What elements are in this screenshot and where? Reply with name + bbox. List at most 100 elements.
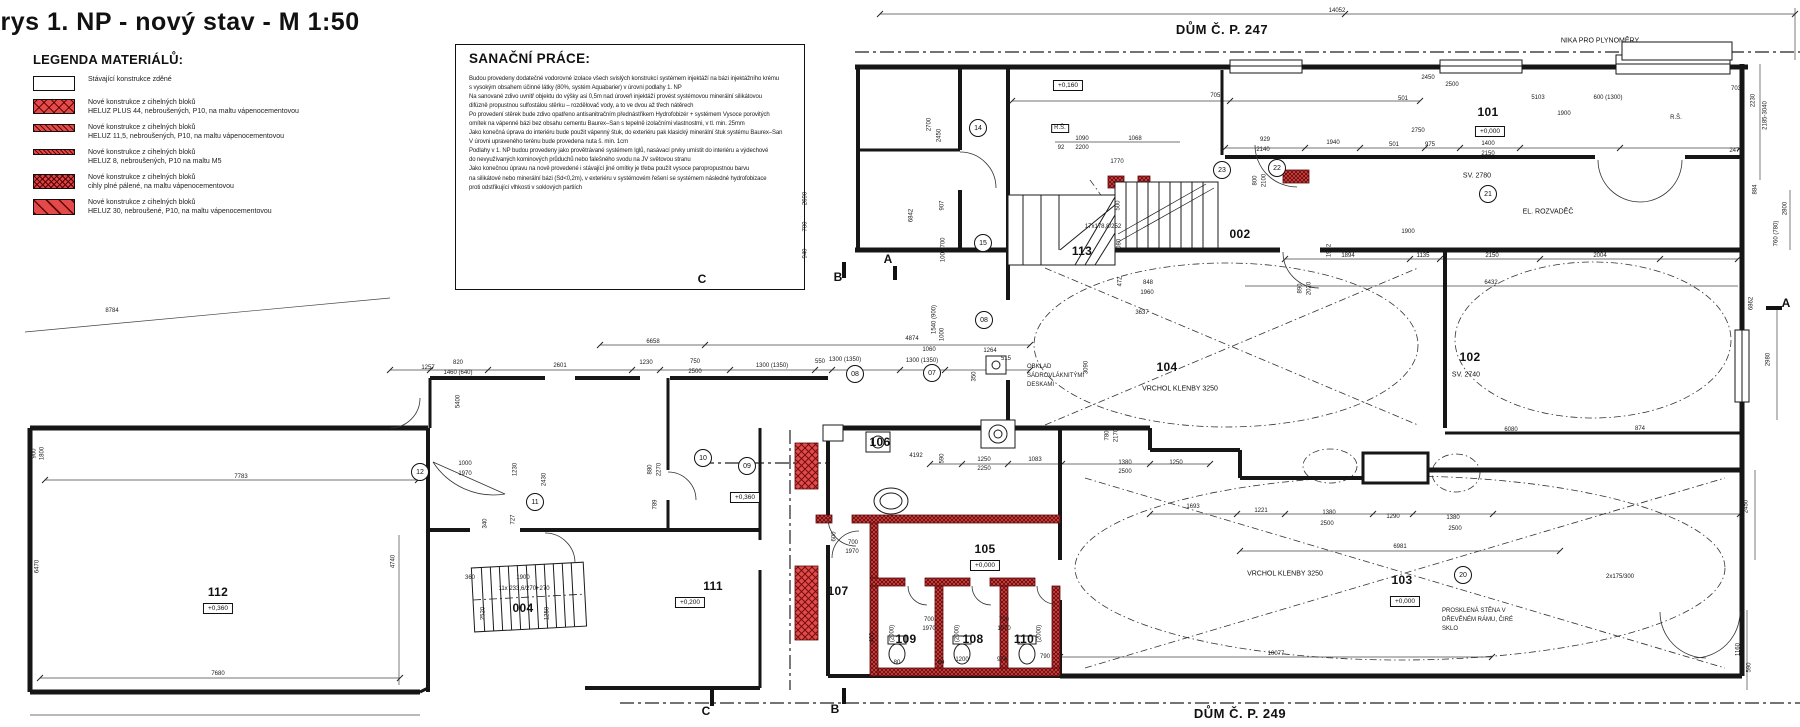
reference-circle: 08	[975, 311, 993, 329]
dimension-label: 3637	[1135, 310, 1149, 316]
dimension-label: 2450	[1743, 499, 1750, 514]
section-marker: A	[883, 252, 893, 266]
dimension-label: 472	[1117, 276, 1124, 287]
dimension-label: 2200	[1075, 145, 1089, 151]
house-label: DŮM Č. P. 249	[1193, 706, 1287, 721]
dimension-label: 2450	[936, 128, 943, 143]
dimension-label: 340	[482, 518, 489, 529]
dimension-label: 1380	[1322, 510, 1336, 516]
dimension-label: 1000	[940, 248, 947, 263]
reference-circle: 10	[694, 449, 712, 467]
dimension-label: 8784	[105, 308, 119, 314]
dimension-label: 360	[464, 575, 476, 581]
dimension-label: (2000)	[1036, 624, 1043, 643]
dimension-label: 727	[510, 514, 517, 525]
dimension-label: 790	[1039, 654, 1051, 660]
dimension-label: 1068	[1128, 136, 1142, 142]
reference-circle: 14	[969, 119, 987, 137]
section-marker: B	[830, 702, 840, 716]
dimension-label: 4192	[909, 453, 923, 459]
room-number: 113	[1071, 244, 1093, 258]
dimension-label: 1000	[458, 461, 472, 467]
reference-circle: 07	[923, 364, 941, 382]
dimension-label: 929	[1259, 137, 1271, 143]
dimension-label: 4874	[905, 336, 919, 342]
dimension-label: 1135	[1416, 253, 1430, 259]
dimension-label: 884	[1752, 184, 1759, 195]
dimension-label: 2601	[553, 363, 567, 369]
dimension-label: 92	[1057, 145, 1065, 151]
elevation-label: +0,360	[729, 492, 761, 503]
dimension-label: 700	[923, 617, 935, 623]
note-line: Jako konečná úprava do interiéru bude po…	[469, 130, 783, 137]
dimension-label: 789	[652, 499, 659, 510]
dimension-label: 1894	[1341, 253, 1355, 259]
legend-heading: LEGENDA MATERIÁLŮ:	[33, 52, 184, 67]
reference-circle: 22	[1268, 159, 1286, 177]
room-sublabel: 2x175/300	[1605, 574, 1635, 580]
annotation-text: SÁDROVLÁKNITÝMI	[1027, 373, 1085, 379]
heluz-plus-44-swatch	[33, 99, 75, 114]
dimension-label: 1000	[939, 327, 946, 342]
dimension-label: 1900	[1557, 111, 1571, 117]
legend-item: Stávající konstrukce zděné	[30, 75, 360, 91]
dimension-label: 1300 (1350)	[755, 363, 789, 369]
dimension-label: 7052	[1210, 93, 1224, 99]
dimension-label: 874	[1634, 426, 1646, 432]
dimension-label: 2700	[926, 117, 933, 132]
dimension-label: 10077	[1267, 651, 1285, 657]
dimension-label: 900	[31, 448, 38, 459]
dimension-label: 1902	[1326, 243, 1333, 258]
heluz-115-swatch	[33, 124, 75, 132]
dimension-label: 2140	[1256, 147, 1270, 153]
legend-item-label: Stávající konstrukce zděné	[88, 76, 172, 83]
reference-circle: 08	[846, 365, 864, 383]
room-sublabel: 17x178,8/252	[1084, 224, 1122, 230]
heluz-30-swatch	[33, 199, 75, 215]
room-number: 004	[512, 601, 534, 615]
dimension-label: 1960	[1140, 290, 1154, 296]
dimension-label: 760 (780)	[1773, 220, 1780, 247]
reference-circle: 20	[1454, 566, 1472, 584]
dimension-label: 1230	[639, 360, 653, 366]
dimension-label: 2250	[977, 466, 991, 472]
note-line: proti odstřikující vlhkosti v soklových …	[469, 184, 582, 191]
dimension-label: 2230	[1750, 93, 1757, 108]
room-number: 108	[962, 632, 984, 646]
reference-circle: 23	[1213, 161, 1231, 179]
note-line: Podlahy v 1. NP budou provedeny jako pro…	[469, 148, 769, 155]
dimension-label: 400	[869, 632, 876, 643]
room-sublabel: SV. 2740	[1451, 371, 1481, 379]
annotation-text: DŘEVĚNÉM RÁMU, ČIRÉ	[1442, 617, 1514, 623]
dimension-label: 6658	[646, 339, 660, 345]
room-number: 103	[1391, 573, 1413, 587]
elevation-label: +0,160	[1052, 80, 1084, 91]
dimension-label: 2500	[1320, 521, 1334, 527]
room-sublabel: VRCHOL KLENBY 3250	[1247, 570, 1323, 578]
note-line: na silikátové nebo minerální bázi (Sd<0,…	[469, 175, 767, 182]
elevation-label: +0,000	[969, 560, 1001, 571]
dimension-label: 1264	[983, 348, 997, 354]
reference-circle: 11	[526, 493, 544, 511]
dimension-label: 700	[940, 237, 947, 248]
room-sublabel: NIKA PRO PLYNOMĚRY	[1560, 37, 1640, 45]
dimension-label: 550	[814, 359, 826, 365]
room-number: 110	[1013, 632, 1035, 646]
section-marker: B	[833, 270, 843, 284]
dimension-label: 2500	[1445, 82, 1459, 88]
dimension-label: 1300 (1350)	[828, 357, 862, 363]
note-line: Po provedení stěrek bude zdivo opatřeno …	[469, 112, 770, 119]
reference-circle: 12	[411, 463, 429, 481]
dimension-label: 2800	[1782, 201, 1789, 216]
dimension-label: 2185-3040	[1762, 101, 1769, 130]
dimension-label: 2150	[1485, 253, 1499, 259]
note-line: omítek na vápenné bázi bez obsahu cement…	[469, 121, 745, 128]
dimension-label: 2500	[1448, 526, 1462, 532]
dimension-label: 6842	[908, 208, 915, 223]
dimension-label: 2430	[541, 472, 548, 487]
